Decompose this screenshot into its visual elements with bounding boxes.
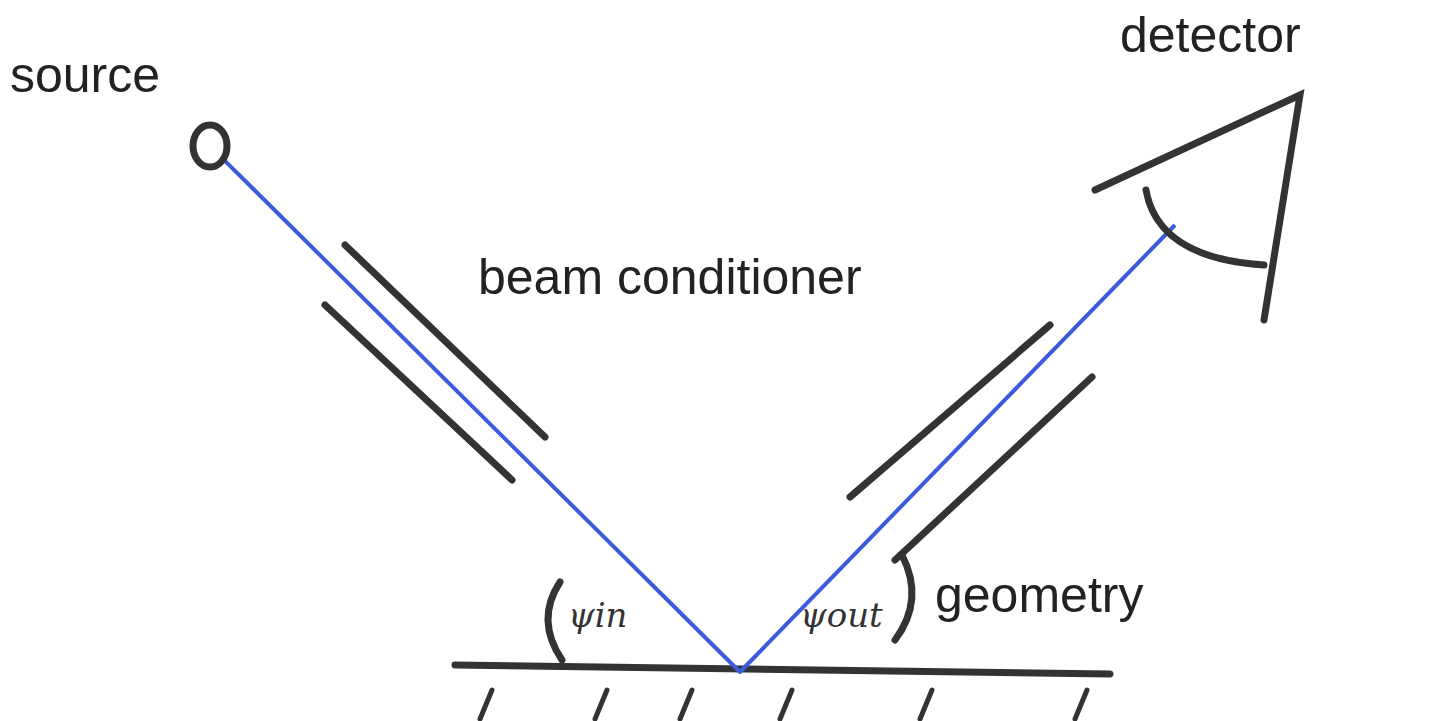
angle-arc xyxy=(548,582,562,660)
hatch-stroke xyxy=(480,690,492,719)
node-label: detector xyxy=(1120,10,1301,60)
surface-hatching xyxy=(480,690,1087,719)
cone-outline xyxy=(1088,88,1308,324)
hatch-stroke xyxy=(920,690,932,719)
angle-label: ψin xyxy=(568,598,627,632)
angle-arc xyxy=(895,555,912,640)
source-symbol: source xyxy=(186,122,234,170)
sample-surface xyxy=(455,665,1110,674)
conditioner-plate xyxy=(850,325,1050,497)
part-label: beam conditioner xyxy=(478,252,862,302)
detector-symbol: detector xyxy=(1088,88,1308,324)
angle-label: ψout xyxy=(800,598,883,632)
conditioner-plate xyxy=(325,305,512,480)
hatch-stroke xyxy=(595,690,607,719)
conditioner-plate xyxy=(895,377,1092,560)
part-label: geometry xyxy=(935,570,1143,620)
node-label: source xyxy=(10,50,160,100)
beam-path xyxy=(224,160,1175,672)
hatch-stroke xyxy=(1075,690,1087,719)
hatch-stroke xyxy=(780,690,792,719)
circle-outline xyxy=(186,122,234,170)
hatch-stroke xyxy=(680,690,692,719)
